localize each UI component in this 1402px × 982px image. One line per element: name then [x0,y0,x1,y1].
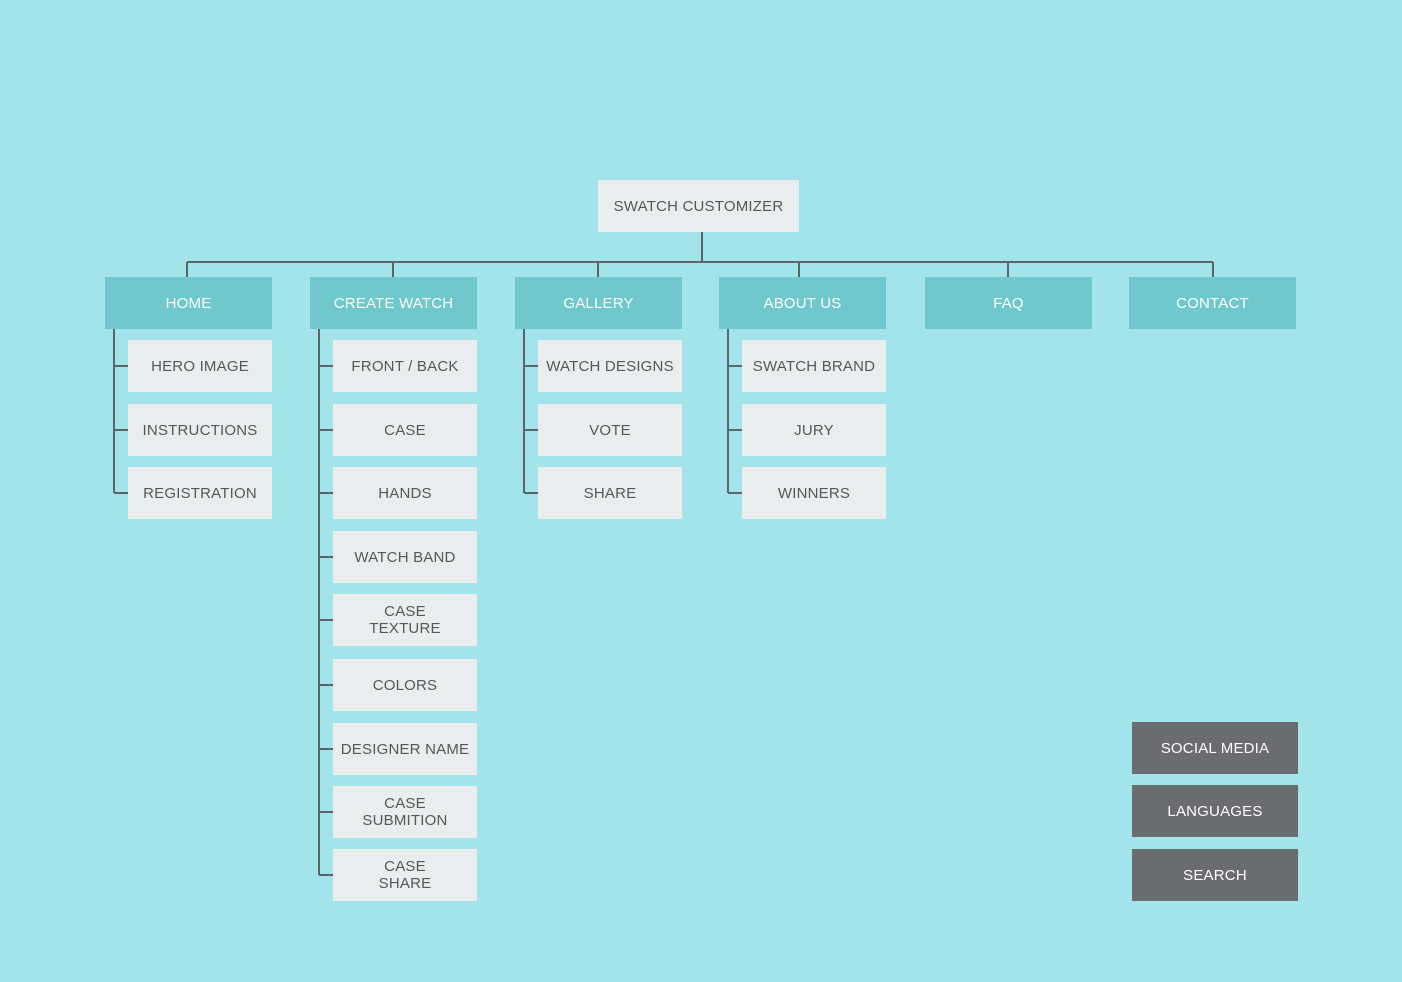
page-case[interactable]: CASE [333,404,477,456]
page-front-back[interactable]: FRONT / BACK [333,340,477,392]
page-instructions[interactable]: INSTRUCTIONS [128,404,272,456]
section-gallery[interactable]: GALLERY [515,277,682,329]
section-faq[interactable]: FAQ [925,277,1092,329]
page-case-share[interactable]: CASE SHARE [333,849,477,901]
section-home[interactable]: HOME [105,277,272,329]
utility-languages[interactable]: LANGUAGES [1132,785,1298,837]
section-about-us[interactable]: ABOUT US [719,277,886,329]
section-create-watch[interactable]: CREATE WATCH [310,277,477,329]
page-jury[interactable]: JURY [742,404,886,456]
page-winners[interactable]: WINNERS [742,467,886,519]
utility-search[interactable]: SEARCH [1132,849,1298,901]
utility-social-media[interactable]: SOCIAL MEDIA [1132,722,1298,774]
page-colors[interactable]: COLORS [333,659,477,711]
section-contact[interactable]: CONTACT [1129,277,1296,329]
page-watch-band[interactable]: WATCH BAND [333,531,477,583]
page-case-texture[interactable]: CASE TEXTURE [333,594,477,646]
page-case-submition[interactable]: CASE SUBMITION [333,786,477,838]
page-hands[interactable]: HANDS [333,467,477,519]
page-watch-designs[interactable]: WATCH DESIGNS [538,340,682,392]
page-designer-name[interactable]: DESIGNER NAME [333,723,477,775]
page-swatch-brand[interactable]: SWATCH BRAND [742,340,886,392]
page-vote[interactable]: VOTE [538,404,682,456]
root-node[interactable]: SWATCH CUSTOMIZER [598,180,799,232]
page-hero-image[interactable]: HERO IMAGE [128,340,272,392]
page-registration[interactable]: REGISTRATION [128,467,272,519]
page-share[interactable]: SHARE [538,467,682,519]
